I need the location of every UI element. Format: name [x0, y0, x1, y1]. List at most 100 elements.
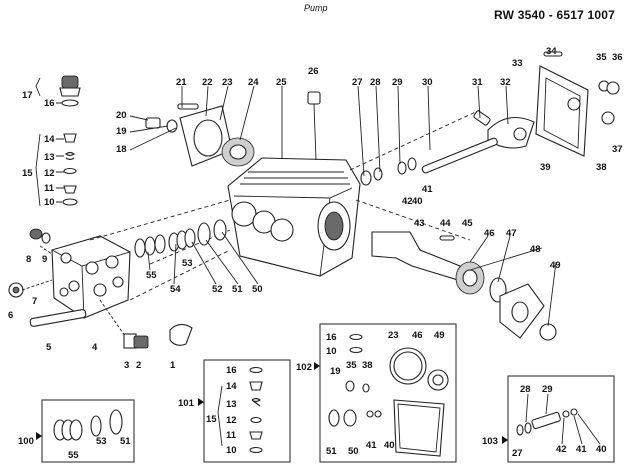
- callout-23: 23: [222, 77, 233, 88]
- kit-102-part-16: 16: [326, 332, 337, 343]
- callout-5: 5: [46, 342, 52, 353]
- callout-18: 18: [116, 144, 127, 155]
- callout-2: 2: [136, 360, 141, 371]
- kit-102-label: 102: [296, 362, 312, 373]
- kit-101-part-11: 11: [226, 430, 237, 441]
- kit-101-part-12: 12: [226, 415, 237, 426]
- callout-53: 53: [182, 258, 193, 269]
- callout-39: 39: [540, 162, 551, 173]
- callout-40: 40: [412, 196, 423, 207]
- callout-14: 14: [44, 134, 55, 145]
- manifold-illustration: [8, 228, 193, 349]
- callout-46: 46: [484, 228, 495, 239]
- callout-21: 21: [176, 77, 187, 88]
- seal-row-illustration: [134, 219, 227, 258]
- callout-24: 24: [248, 77, 259, 88]
- callout-47: 47: [506, 228, 517, 239]
- callout-30: 30: [422, 77, 433, 88]
- callout-31: 31: [472, 77, 483, 88]
- callout-9: 9: [42, 254, 47, 265]
- callout-41: 41: [422, 184, 433, 195]
- model-number: RW 3540 - 6517 1007: [494, 8, 615, 22]
- callout-6: 6: [8, 310, 13, 321]
- kit-103-part-29: 29: [542, 384, 553, 395]
- callout-26: 26: [308, 66, 319, 77]
- kit-100-part-55: 55: [68, 450, 79, 461]
- valve-stack-illustration: [35, 75, 81, 207]
- callout-29: 29: [392, 77, 403, 88]
- kit-103-box: 103 28 29 27 42 41 40: [482, 375, 615, 463]
- kit-102-part-19: 19: [330, 366, 341, 377]
- kit-102-part-41: 41: [366, 440, 377, 451]
- callout-48: 48: [530, 244, 541, 255]
- callout-32: 32: [500, 77, 511, 88]
- callout-17: 17: [22, 90, 33, 101]
- kit-100-part-53: 53: [96, 436, 107, 447]
- kit-102-part-46: 46: [412, 330, 423, 341]
- kit-101-label: 101: [178, 398, 195, 409]
- callout-20: 20: [116, 110, 127, 121]
- callout-36: 36: [612, 52, 623, 63]
- kit-102-part-10: 10: [326, 346, 337, 357]
- kit-102-part-38: 38: [362, 360, 373, 371]
- callout-11: 11: [44, 183, 55, 194]
- kit-103-label: 103: [482, 436, 498, 447]
- callout-16: 16: [44, 98, 55, 109]
- callout-33: 33: [512, 58, 523, 69]
- leader-lines: [129, 85, 557, 327]
- callout-25: 25: [276, 77, 287, 88]
- callout-50: 50: [252, 284, 263, 295]
- callout-51: 51: [232, 284, 243, 295]
- kit-103-part-41: 41: [576, 444, 587, 455]
- callout-45: 45: [462, 218, 473, 229]
- kit-100-label: 100: [18, 436, 34, 447]
- kit-101-group-15: 15: [206, 414, 217, 425]
- callout-19: 19: [116, 126, 127, 137]
- kit-101-part-10: 10: [226, 445, 237, 456]
- callout-44: 44: [440, 218, 451, 229]
- kit-102-part-51: 51: [326, 446, 337, 457]
- callout-10: 10: [44, 197, 55, 208]
- kit-102-part-23: 23: [388, 330, 399, 341]
- kit-102-part-40: 40: [384, 440, 395, 451]
- crankcase-illustration: [89, 91, 481, 301]
- callout-34: 34: [546, 46, 557, 57]
- kit-102-box: 102 16 10 23 46 49 35 38 19 51 50 41 40 …: [296, 323, 457, 463]
- callout-27: 27: [352, 77, 363, 88]
- callout-13: 13: [44, 152, 55, 163]
- kit-101-part-16: 16: [226, 365, 237, 376]
- diagram-title: Pump: [304, 3, 328, 13]
- kit-103-part-40: 40: [596, 444, 607, 455]
- callout-7: 7: [32, 296, 37, 307]
- callout-15: 15: [22, 168, 33, 179]
- kit-101-part-14: 14: [226, 381, 237, 392]
- callout-labels: 17 16 14 13 12 15 11 10 8 9 7 6 5 4 3 2 …: [8, 46, 623, 371]
- callout-3: 3: [124, 360, 129, 371]
- callout-22: 22: [202, 77, 213, 88]
- kit-103-part-28: 28: [520, 384, 531, 395]
- callout-28: 28: [370, 77, 381, 88]
- kit-102-part-35: 35: [346, 360, 357, 371]
- callout-55: 55: [146, 270, 157, 281]
- callout-37: 37: [612, 144, 623, 155]
- callout-38: 38: [596, 162, 607, 173]
- kit-101-part-13: 13: [226, 399, 237, 410]
- kit-102-part-50: 50: [348, 446, 359, 457]
- kit-102-part-49: 49: [434, 330, 445, 341]
- callout-12: 12: [44, 168, 55, 179]
- callout-42: 42: [402, 196, 413, 207]
- kit-100-part-51: 51: [120, 436, 131, 447]
- callout-54: 54: [170, 284, 181, 295]
- callout-43: 43: [414, 218, 425, 229]
- kit-103-part-42: 42: [556, 444, 567, 455]
- kit-101-box: 101 15 16 14 13 12 11 10: [178, 359, 291, 463]
- callout-1: 1: [170, 360, 176, 371]
- kit-100-box: 100 55 53 51: [18, 399, 135, 463]
- callout-35: 35: [596, 52, 607, 63]
- crankshaft-illustration: [371, 231, 557, 341]
- rear-cover-illustration: [360, 51, 620, 186]
- callout-8: 8: [26, 254, 31, 265]
- kit-103-part-27: 27: [512, 448, 523, 459]
